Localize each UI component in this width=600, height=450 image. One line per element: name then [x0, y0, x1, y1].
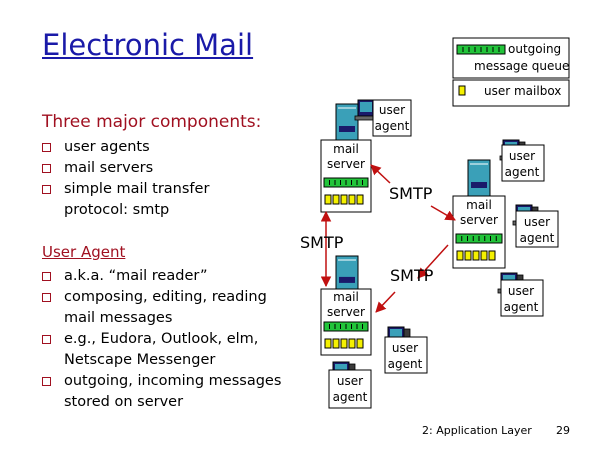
legend-queue-box — [452, 37, 570, 79]
ua-item-examples: e.g., Eudora, Outlook, elm,Netscape Mess… — [42, 329, 292, 371]
ua2-label-1: user — [509, 149, 535, 163]
ua6-label-1: user — [337, 374, 363, 388]
bullet-icon — [42, 335, 51, 344]
server-top-box-queue — [323, 177, 369, 188]
component-item-mail-servers: mail servers — [42, 158, 292, 179]
ua6-box — [328, 369, 372, 409]
server-bottom-box-queue — [323, 321, 369, 332]
ua4-label-2: agent — [504, 300, 539, 314]
smtp-label-top: SMTP — [389, 184, 433, 203]
slide-title: Electronic Mail — [42, 28, 254, 62]
legend-mailbox-box — [452, 79, 570, 107]
components-heading: Three major components: — [42, 112, 262, 132]
ua5-label-2: agent — [388, 357, 423, 371]
ua4-box — [500, 279, 544, 317]
page-number: 29 — [556, 424, 570, 437]
server-right-label-2: server — [460, 213, 498, 227]
ua3-label-1: user — [524, 215, 550, 229]
server-bottom-tower — [335, 255, 359, 295]
legend-queue-label-1: outgoing — [508, 42, 561, 56]
server-right-tower — [467, 159, 491, 201]
user-agent-list: a.k.a. “mail reader” composing, editing,… — [42, 266, 292, 413]
bullet-icon — [42, 164, 51, 173]
ua2-label-2: agent — [505, 165, 540, 179]
legend-mailbox-label: user mailbox — [484, 84, 561, 98]
server-top-label-2: server — [327, 157, 365, 171]
server-right-label-1: mail — [466, 198, 492, 212]
arrow-smtp-to-bottom-server — [375, 291, 396, 313]
legend-queue-icon — [456, 44, 506, 55]
ua3-label-2: agent — [520, 231, 555, 245]
server-right-box-mailboxes — [456, 250, 496, 261]
ua5-box — [384, 336, 428, 374]
smtp-label-left: SMTP — [300, 233, 344, 252]
server-top-label-1: mail — [333, 142, 359, 156]
ua6-label-2: agent — [333, 390, 368, 404]
ua1-label-1: user — [379, 103, 405, 117]
bullet-icon — [42, 143, 51, 152]
ua3-box — [515, 210, 559, 248]
component-item-user-agents: user agents — [42, 137, 292, 158]
server-right-box-queue — [455, 233, 503, 244]
bullet-icon — [42, 377, 51, 386]
bullet-icon — [42, 272, 51, 281]
arrow-smtp-from-right-server — [417, 244, 449, 279]
ua1-label-2: agent — [375, 119, 410, 133]
server-bottom-box-mailboxes — [324, 338, 364, 349]
server-bottom-label-1: mail — [333, 290, 359, 304]
footer-chapter: 2: Application Layer — [422, 424, 532, 437]
arrow-smtp-to-right-server — [430, 205, 456, 221]
bullet-icon — [42, 293, 51, 302]
smtp-label-bottom: SMTP — [390, 266, 434, 285]
bullet-icon — [42, 185, 51, 194]
legend-queue-label-2: message queue — [474, 59, 569, 73]
ua5-label-1: user — [392, 341, 418, 355]
ua-item-aka: a.k.a. “mail reader” — [42, 266, 292, 287]
ua4-label-1: user — [508, 284, 534, 298]
server-top-box-mailboxes — [324, 194, 364, 205]
legend-mailbox-icon — [458, 85, 466, 96]
ua2-box — [501, 144, 545, 182]
arrow-smtp-to-top-server — [370, 164, 391, 184]
ua1-box — [372, 99, 412, 137]
user-agent-heading: User Agent — [42, 243, 126, 261]
server-bottom-label-2: server — [327, 305, 365, 319]
components-list: user agents mail servers simple mail tra… — [42, 137, 292, 221]
server-top-tower — [335, 103, 359, 145]
